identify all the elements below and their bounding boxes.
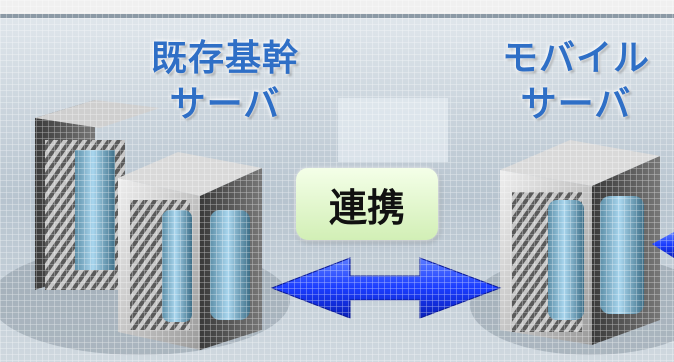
- mobile-server-label: モバイル サーバ: [501, 38, 650, 125]
- existing-core-server-label: 既存基幹 サーバ: [150, 38, 299, 125]
- link-label-box: 連携: [296, 168, 438, 240]
